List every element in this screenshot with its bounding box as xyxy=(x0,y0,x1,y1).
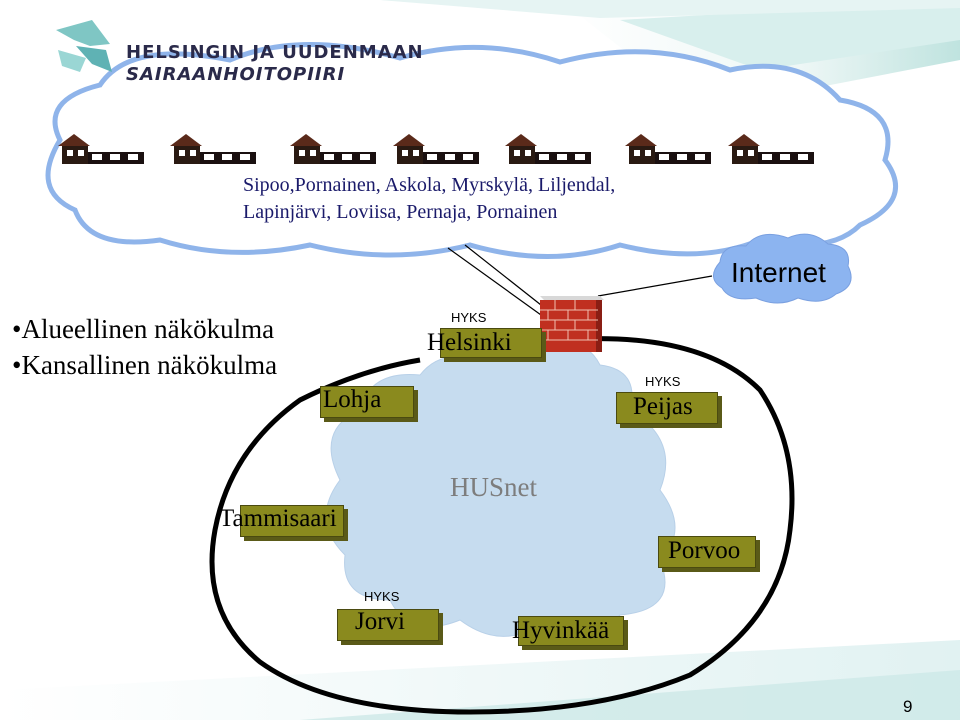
jorvi-label: Jorvi xyxy=(355,608,405,635)
porvoo-label: Porvoo xyxy=(668,537,741,564)
hyvinkaa-label: Hyvinkää xyxy=(512,617,610,644)
tammisaari-node xyxy=(240,505,344,537)
bullet-text: Kansallinen näkökulma xyxy=(21,350,278,380)
bullet-item: •Alueellinen näkökulma xyxy=(12,314,275,344)
hus-logo-icon xyxy=(56,20,112,72)
house-icons xyxy=(58,134,814,164)
house-icon xyxy=(170,134,256,164)
hyvinkaa-node xyxy=(518,616,624,646)
internet-cloud xyxy=(713,233,852,304)
municipalities-line2: Lapinjärvi, Loviisa, Pernaja, Pornainen xyxy=(243,201,558,223)
org-name-line2: SAIRAANHOITOPIIRI xyxy=(126,64,346,85)
peijas-node xyxy=(616,392,718,424)
house-icon xyxy=(728,134,814,164)
network-ring xyxy=(209,336,795,715)
jorvi-tag: HYKS xyxy=(364,589,400,604)
org-name-line1: HELSINGIN JA UUDENMAAN xyxy=(126,42,424,63)
footer-decoration xyxy=(0,640,960,720)
helsinki-label: Helsinki xyxy=(427,329,512,356)
internet-link-line xyxy=(597,275,713,297)
municipal-cloud xyxy=(45,42,898,259)
house-icon xyxy=(505,134,591,164)
house-icon xyxy=(393,134,479,164)
page-number: 9 xyxy=(903,697,913,716)
peijas-tag: HYKS xyxy=(645,374,681,389)
house-icon xyxy=(625,134,711,164)
bullet-item: •Kansallinen näkökulma xyxy=(12,350,278,380)
bullet-text: Alueellinen näkökulma xyxy=(21,314,275,344)
helsinki-tag: HYKS xyxy=(451,310,487,325)
peijas-label: Peijas xyxy=(633,393,693,420)
lohja-node xyxy=(320,386,414,418)
jorvi-node xyxy=(337,609,439,641)
porvoo-node xyxy=(658,536,756,568)
municipal-link-line xyxy=(447,247,549,321)
husnet-label: HUSnet xyxy=(450,472,537,502)
header-decoration xyxy=(380,0,960,110)
firewall-icon xyxy=(540,296,604,352)
house-icon xyxy=(58,134,144,164)
municipalities-line1: Sipoo,Pornainen, Askola, Myrskylä, Lilje… xyxy=(243,174,616,196)
internet-label: Internet xyxy=(731,257,826,288)
helsinki-node xyxy=(440,328,542,358)
tammisaari-label: Tammisaari xyxy=(219,505,337,532)
lohja-label: Lohja xyxy=(323,386,382,413)
house-icon xyxy=(290,134,376,164)
